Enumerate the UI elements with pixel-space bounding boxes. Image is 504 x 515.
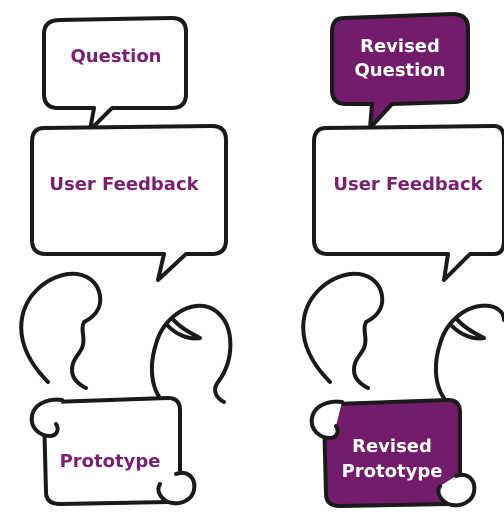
right-hand-icon [156,471,197,506]
left-hand-icon [29,397,64,438]
question-bubble-shape [42,16,188,132]
left-panel: Question User Feedback Prototype [19,16,233,506]
revised-question-bubble-shape [330,12,470,130]
revised-prototype-label-line1: Revised [352,436,432,457]
revised-question-label-line2: Question [355,60,446,81]
revised-feedback-label: User Feedback [333,174,483,195]
feedback-bubble-shape [30,124,228,282]
feedback-bubble: User Feedback [30,124,228,282]
revised-prototype-card: Revised Prototype [309,398,477,508]
revised-question-label-line1: Revised [360,36,440,57]
feedback-label: User Feedback [49,174,199,195]
revised-question-bubble: Revised Question [330,12,470,130]
prototype-card: Prototype [29,396,197,506]
right-panel: Revised Question User Feedback Revised P… [301,12,504,508]
question-bubble: Question [42,16,188,132]
person-right-icon [149,303,233,404]
prototype-label: Prototype [60,451,161,472]
revised-person-right-icon [433,303,504,400]
person-left-icon [19,271,103,390]
revised-right-hand-icon [436,473,477,508]
revised-left-hand-icon [309,399,344,440]
question-label: Question [71,46,162,67]
revised-person-left-icon [301,271,385,390]
revised-prototype-label-line2: Prototype [342,461,443,482]
revised-feedback-bubble-shape [312,124,504,282]
revised-feedback-bubble: User Feedback [312,124,504,282]
